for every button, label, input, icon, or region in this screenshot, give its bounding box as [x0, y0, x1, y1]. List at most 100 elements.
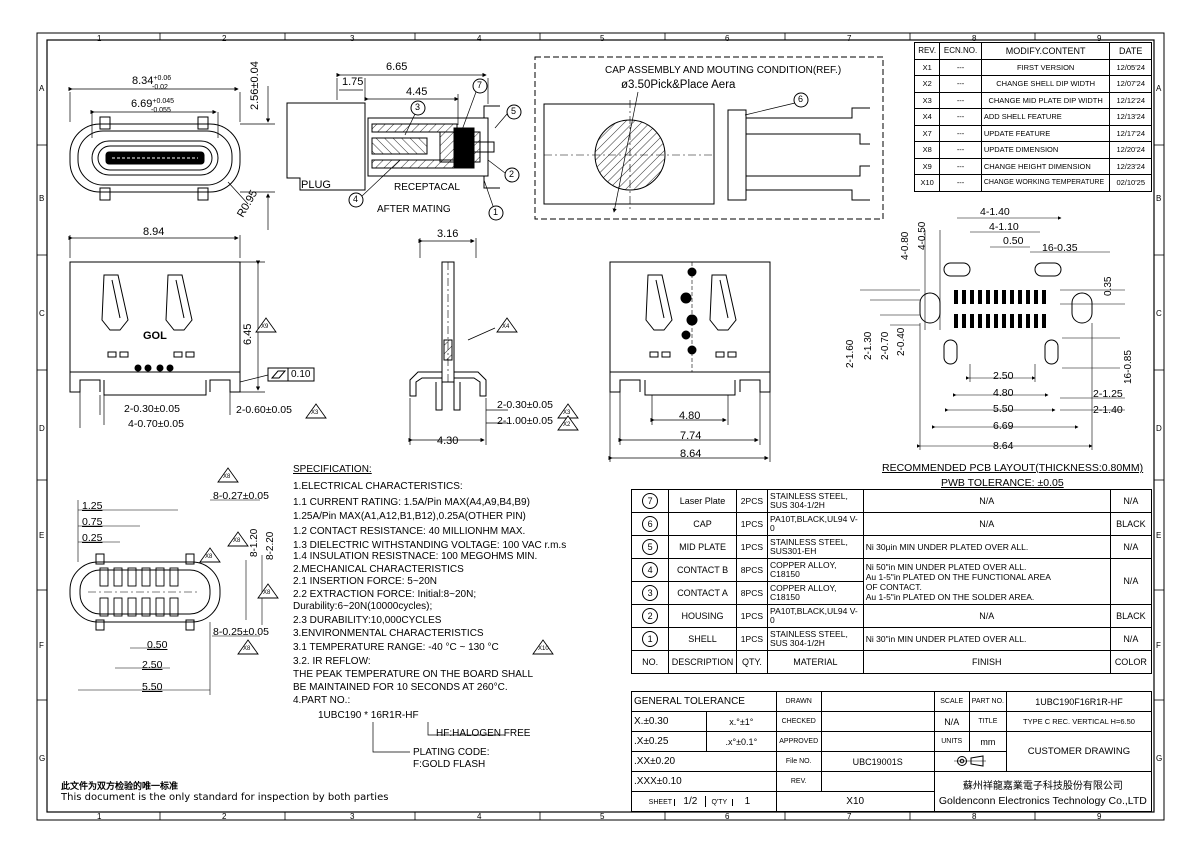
row-label: D [39, 424, 45, 433]
end-dim: 0.75 [82, 516, 103, 528]
bom-header-row: NO. DESCRIPTION QTY. MATERIAL FINISH COL… [630, 650, 1153, 674]
row-label: G [39, 754, 46, 763]
rev-mark: X9 [261, 324, 269, 330]
mating-view [286, 72, 522, 221]
rev-cell: CHANGE SHELL DIP WIDTH [980, 75, 1111, 93]
rev-cell: X10 [913, 174, 941, 192]
row-label: B [39, 194, 45, 203]
end-dim: 5.50 [142, 681, 163, 693]
col-label: 2 [222, 812, 227, 821]
bom-desc: HOUSING [668, 604, 737, 628]
pcb-dim: 2-0.40 [896, 327, 907, 356]
company-name-en: Goldenconn Electronics Technology Co.,LT… [938, 794, 1147, 807]
pcb-dim: 4-1.40 [980, 206, 1010, 218]
bom-qty: 2PCS [735, 489, 769, 513]
qty-label: Q'TY [706, 799, 734, 806]
bom-material: PA10T,BLACK,UL94 V-0 [767, 512, 864, 536]
spec-line: Durability:6~20N(10000cycles); [293, 601, 433, 612]
part-no-code: 1UBC190 * 16R1R-HF [318, 710, 419, 721]
bom-no: 3 [630, 581, 670, 605]
pcb-dim: 2-1.30 [863, 331, 874, 360]
dim-side-bottom: 4.30 [437, 435, 459, 447]
bom-material: COPPER ALLOY, C18150 [767, 558, 864, 582]
end-view [69, 499, 263, 695]
rev-cell: --- [939, 124, 982, 142]
dim-top-pitch: 2-0.30±0.05 [124, 403, 180, 415]
scale-label: SCALE [933, 691, 970, 712]
bom-header-cell: FINISH [862, 650, 1111, 674]
bom-no: 7 [630, 489, 670, 513]
tol-xxxx: .XXX±0.10 [631, 771, 777, 792]
bom-qty: 8PCS [735, 581, 769, 605]
spec-line: 3.2. IR REFLOW: [293, 656, 371, 667]
rev-mark: X2 [563, 422, 571, 428]
bom-header-cell: MATERIAL [767, 650, 864, 674]
bom-material: STAINLESS STEEL, SUS 304-1/2H [767, 627, 864, 651]
bom-desc: CAP [668, 512, 737, 536]
bom-header-cell: COLOR [1109, 650, 1153, 674]
rev-label: REV. [775, 771, 822, 792]
rev-mark: X8 [223, 474, 231, 480]
drawn-label: DRAWN [775, 691, 822, 712]
col-label: 2 [222, 34, 227, 43]
bom-color: N/A [1109, 558, 1153, 605]
bom-finish: N/A [862, 512, 1111, 536]
col-label: 5 [600, 812, 605, 821]
pick-area: ø3.50Pick&Place Aera [621, 79, 736, 91]
rev-cell: X4 [913, 108, 941, 126]
label-after-mating: AFTER MATING [377, 204, 451, 215]
company-name-cn: 蘇州祥龍嘉業電子科技股份有限公司 [962, 780, 1123, 792]
rev-cell: --- [939, 75, 982, 93]
col-label: 6 [725, 34, 730, 43]
rev-cell: UPDATE FEATURE [980, 124, 1111, 142]
tol-xxx: .XX±0.20 [631, 751, 777, 772]
pcb-tolerance: PWB TOLERANCE: ±0.05 [941, 477, 1064, 489]
rev-cell: X3 [913, 91, 941, 109]
pcb-dim: 16-0.85 [1123, 350, 1134, 384]
spec-line: BE MAINTAINED FOR 10 SECONDS AT 260°C. [293, 682, 508, 693]
row-label: C [39, 309, 45, 318]
balloon: 2 [509, 169, 515, 179]
end-dim: 8-0.27±0.05 [213, 490, 269, 502]
rev-cell: 02/10'25 [1109, 174, 1152, 192]
col-label: 7 [847, 34, 852, 43]
dim-side-top: 3.16 [437, 228, 459, 240]
col-label: 4 [477, 34, 482, 43]
ang-x: x.°±1° [706, 711, 777, 732]
col-label: 3 [350, 34, 355, 43]
spec-title: SPECIFICATION: [293, 464, 372, 475]
pcb-dim: 4-0.80 [900, 231, 911, 260]
company-cell: 蘇州祥龍嘉業電子科技股份有限公司 Goldenconn Electronics … [933, 771, 1153, 812]
spec-line: 4.PART NO.: [293, 695, 351, 706]
customer-drawing: CUSTOMER DRAWING [1006, 731, 1152, 772]
spec-line: 1.3 DIELECTRIC WITHSTANDING VOLTAGE: 100… [293, 540, 567, 551]
title-block: GENERAL TOLERANCE DRAWN SCALE PART NO. 1… [631, 691, 1153, 812]
balloon: 7 [477, 80, 483, 90]
end-dim: 0.50 [147, 639, 168, 651]
rev-header-cell: DATE [1109, 42, 1152, 60]
col-label: 5 [600, 34, 605, 43]
bom-no: 1 [630, 627, 670, 651]
rev-cell: X1 [913, 58, 941, 76]
row-label: B [1156, 194, 1162, 203]
rev-cell: X8 [913, 141, 941, 159]
bom-material: STAINLESS STEEL, SUS 304-1/2H [767, 489, 864, 513]
label-plug: PLUG [301, 179, 331, 191]
rev-mark: X8 [243, 646, 251, 652]
qty-value: 1 [744, 796, 751, 807]
logo-text: GOL [143, 330, 167, 342]
balloon: 1 [493, 207, 499, 217]
row-label: F [39, 641, 44, 650]
rev-cell: --- [939, 58, 982, 76]
rev-cell: X7 [913, 124, 941, 142]
dim-bottom-480: 4.80 [679, 410, 701, 422]
rev-cell: X2 [913, 75, 941, 93]
dim-inner-minus: -0.055 [151, 107, 171, 114]
col-label: 9 [1097, 34, 1102, 43]
